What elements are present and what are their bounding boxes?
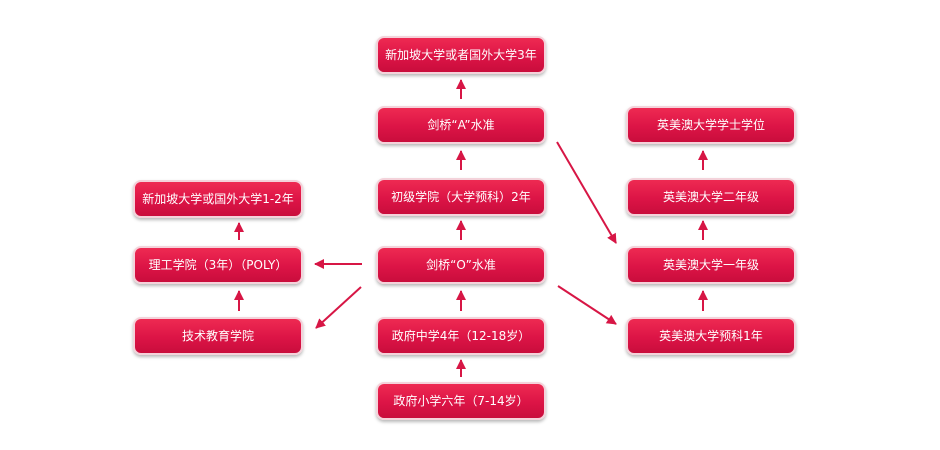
node-uk-us-au-university-year-2[interactable]: 英美澳大学二年级 xyxy=(626,178,796,216)
node-institute-technical-education[interactable]: 技术教育学院 xyxy=(133,317,303,355)
arrow-o-level-to-foundation xyxy=(557,285,617,325)
node-cambridge-o-level[interactable]: 剑桥“O”水准 xyxy=(376,246,546,284)
node-polytechnic[interactable]: 理工学院（3年）（POLY） xyxy=(133,246,303,284)
arrow-o-level-to-ite xyxy=(315,286,362,329)
node-government-secondary-school[interactable]: 政府中学4年（12-18岁） xyxy=(376,317,546,355)
node-junior-college[interactable]: 初级学院（大学预科）2年 xyxy=(376,178,546,216)
node-sg-foreign-university-1-2yr[interactable]: 新加坡大学或国外大学1-2年 xyxy=(133,180,303,218)
arrow-a-level-to-university-year-1 xyxy=(556,141,617,244)
node-cambridge-a-level[interactable]: 剑桥“A”水准 xyxy=(376,106,546,144)
node-uk-us-au-foundation-1yr[interactable]: 英美澳大学预科1年 xyxy=(626,317,796,355)
node-government-primary-school[interactable]: 政府小学六年（7-14岁） xyxy=(376,382,546,420)
node-sg-foreign-university-3yr[interactable]: 新加坡大学或者国外大学3年 xyxy=(376,36,546,74)
node-uk-us-au-bachelor-degree[interactable]: 英美澳大学学士学位 xyxy=(626,106,796,144)
node-uk-us-au-university-year-1[interactable]: 英美澳大学一年级 xyxy=(626,246,796,284)
